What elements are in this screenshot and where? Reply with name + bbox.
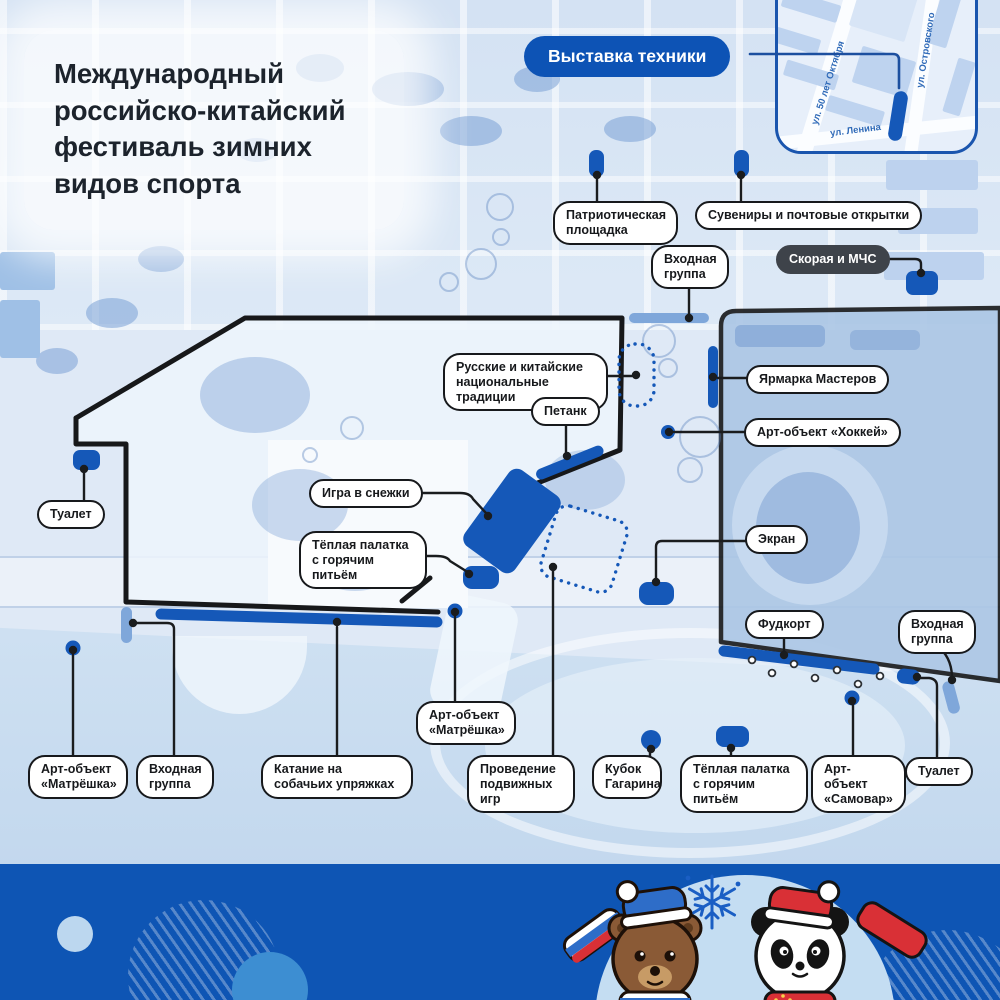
- exhibit-button: Выставка техники: [524, 36, 731, 77]
- label-warm-tent-mid: Тёплая палатка с горячим питьём: [299, 531, 427, 590]
- label-warm-tent-bottom: Тёплая палатка с горячим питьём: [680, 755, 808, 814]
- label-dog-sledding: Катание на собачьих упряжках: [261, 755, 413, 799]
- mascots: [562, 874, 928, 1000]
- marker-entrance-left: [121, 607, 132, 643]
- marker-foodcourt-row: [718, 645, 880, 675]
- label-hockey-art: Арт-объект «Хоккей»: [744, 418, 901, 447]
- marker-screen: [639, 582, 674, 605]
- exhibit-connector: [748, 52, 901, 90]
- label-entrance-top: Входная группа: [651, 245, 729, 289]
- marker-toilet-left: [73, 450, 100, 470]
- label-samovar: Арт-объект «Самовар»: [811, 755, 906, 814]
- left-zone-boundary: [73, 315, 625, 499]
- label-matryoshka-left: Арт-объект «Матрёшка»: [28, 755, 128, 799]
- label-entrance-right: Входная группа: [898, 610, 976, 654]
- label-ambulance: Скорая и МЧС: [776, 245, 890, 274]
- label-toilet-right: Туалет: [905, 757, 973, 786]
- marker-gagarin-cup: [641, 730, 661, 750]
- marker-entrance-right: [942, 681, 960, 714]
- panda-mascot: [751, 880, 928, 1000]
- label-matryoshka-2: Арт-объект «Матрёшка»: [416, 701, 516, 745]
- label-fair: Ярмарка Мастеров: [746, 365, 890, 394]
- marker-warm-tent-bottom: [716, 726, 749, 747]
- label-patriotic-square: Патриотическая площадка: [553, 201, 678, 245]
- page-title: Международный российско-китайский фестив…: [54, 58, 346, 199]
- label-screen: Экран: [745, 525, 809, 554]
- label-snowballs: Игра в снежки: [309, 479, 423, 508]
- marker-traditions-dotted: [617, 342, 656, 408]
- label-toilet-left: Туалет: [37, 500, 105, 529]
- marker-petanque: [536, 445, 604, 480]
- snowflake-icon: [685, 874, 741, 930]
- label-active-games: Проведение подвижных игр: [467, 755, 575, 814]
- title-backdrop: [24, 30, 404, 230]
- marker-toilet-right: [896, 668, 920, 685]
- marker-patriotic-square: [589, 150, 604, 177]
- marker-dog-sled-track: [155, 608, 443, 628]
- marker-souvenirs: [734, 150, 749, 177]
- label-gagarin-cup: Кубок Гагарина: [592, 755, 662, 799]
- bottom-band: [0, 864, 1000, 1000]
- city-inset-map: ул. 50 лет Октября ул. Островского ул. Л…: [775, 0, 978, 154]
- marker-snowball-rink: [463, 468, 561, 574]
- label-petanque: Петанк: [531, 397, 600, 426]
- marker-ambulance: [906, 271, 938, 295]
- label-entrance-bottom-left: Входная группа: [136, 755, 214, 799]
- label-foodcourt: Фудкорт: [745, 610, 824, 639]
- marker-entrance-top: [629, 313, 709, 323]
- bear-mascot: [562, 880, 703, 1000]
- label-souvenirs: Сувениры и почтовые открытки: [695, 201, 923, 230]
